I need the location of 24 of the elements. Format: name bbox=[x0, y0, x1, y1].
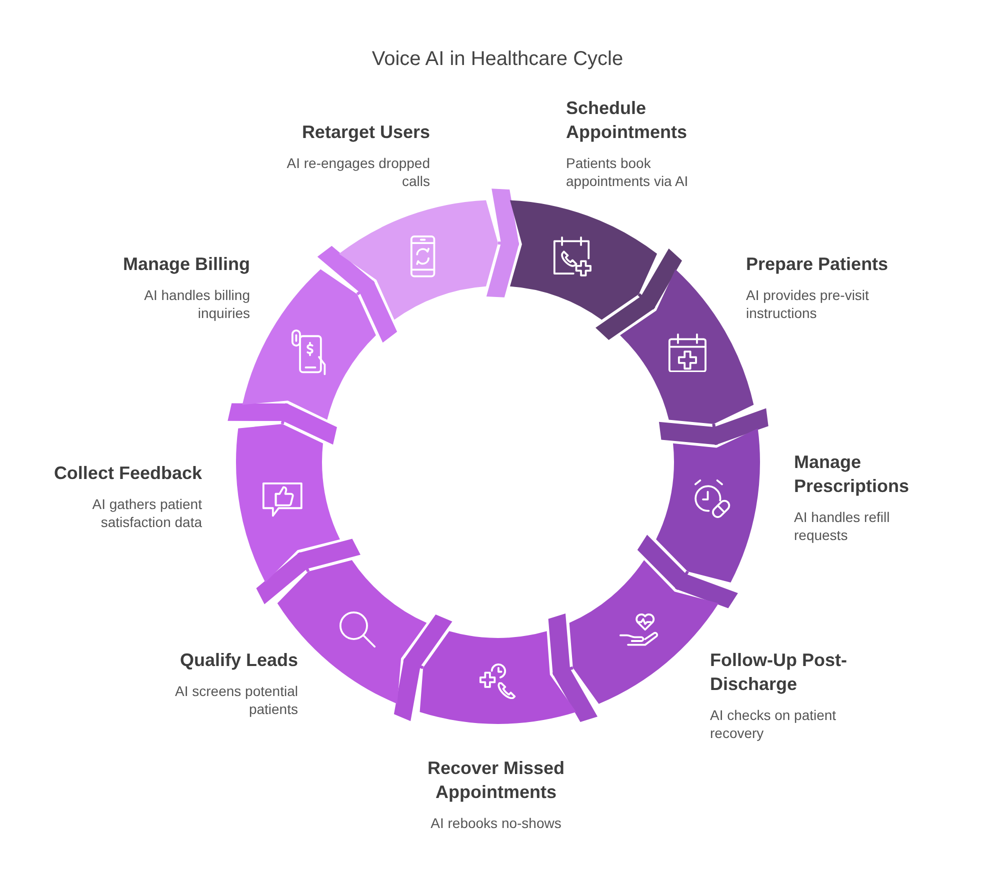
step-heading: Collect Feedback bbox=[52, 462, 202, 485]
ring-segment bbox=[236, 423, 340, 583]
step-heading: Prepare Patients bbox=[746, 253, 890, 276]
step-heading: Schedule Appointments bbox=[566, 97, 688, 144]
step-description: AI provides pre-visit instructions bbox=[746, 286, 870, 322]
diagram-title: Voice AI in Healthcare Cycle bbox=[372, 47, 624, 72]
step-heading: Manage Billing bbox=[122, 253, 250, 276]
step-heading: Manage Prescriptions bbox=[794, 451, 910, 498]
step-description: AI checks on patient recovery bbox=[710, 706, 838, 742]
ring-segment bbox=[656, 428, 760, 583]
step-description: AI screens potential patients bbox=[174, 682, 298, 718]
ring-segment bbox=[338, 200, 498, 320]
step-heading: Qualify Leads bbox=[178, 649, 298, 672]
ring-segment bbox=[419, 631, 577, 724]
ring-segment bbox=[509, 200, 658, 320]
step-description: Patients book appointments via AI bbox=[566, 154, 690, 190]
step-description: AI handles refill requests bbox=[794, 508, 891, 544]
step-heading: Retarget Users bbox=[300, 121, 430, 144]
step-heading: Recover Missed Appointments bbox=[426, 757, 566, 804]
step-heading: Follow-Up Post-Discharge bbox=[710, 649, 848, 696]
step-description: AI rebooks no-shows bbox=[430, 814, 562, 832]
step-description: AI re-engages dropped calls bbox=[286, 154, 430, 190]
step-description: AI gathers patient satisfaction data bbox=[91, 495, 202, 531]
step-description: AI handles billing inquiries bbox=[143, 286, 250, 322]
